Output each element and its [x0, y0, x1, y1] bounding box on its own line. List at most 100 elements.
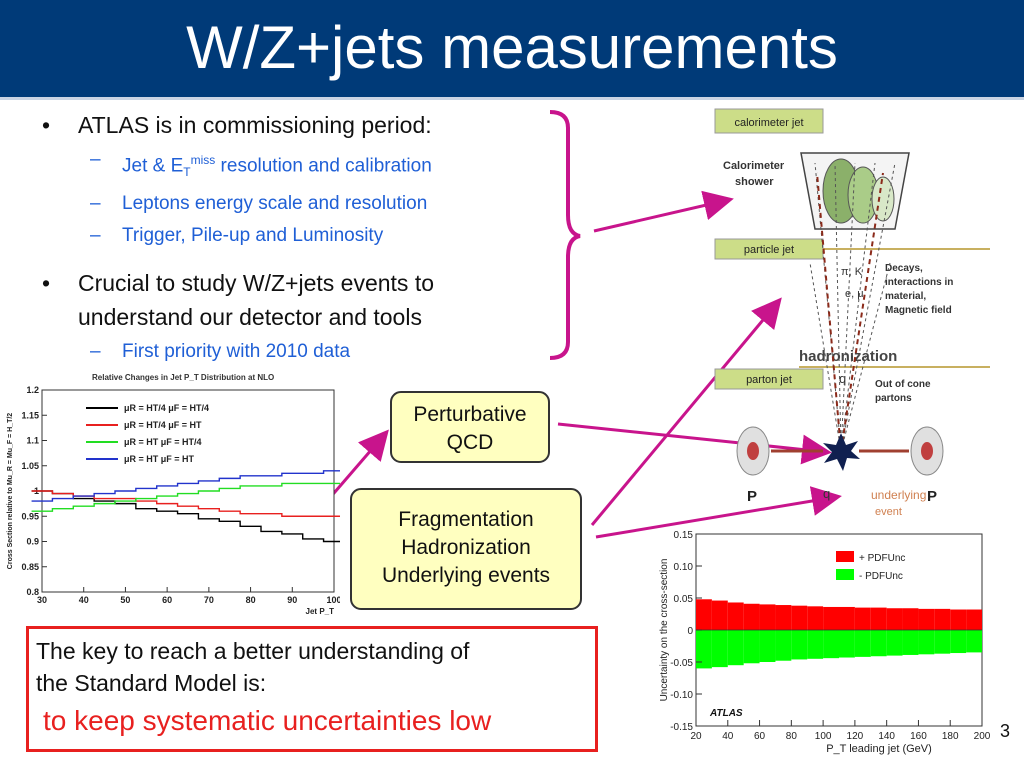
x-tick-label: 20 — [690, 731, 702, 742]
qbar-label: q — [823, 486, 830, 501]
sub-bullet-text: Leptons energy scale and resolution — [122, 193, 428, 215]
arrow-frag-to-particle-jet — [590, 297, 782, 526]
calorimeter-shower-label-2: shower — [735, 176, 774, 188]
uncertainty-bar — [727, 630, 744, 666]
sub-bullet-item: – Leptons energy scale and resolution — [40, 188, 560, 220]
key-line2: the Standard Model is: — [36, 670, 267, 696]
atlas-label: ATLAS — [709, 708, 743, 719]
uncertainty-bar — [966, 630, 982, 653]
uncertainty-bar — [759, 630, 776, 662]
y-tick-label: 0.05 — [674, 594, 694, 605]
x-tick-label: 100 — [326, 595, 340, 605]
uncertainty-bar — [934, 630, 951, 654]
x-tick-label: 140 — [878, 731, 895, 742]
p-left-label: P — [747, 488, 757, 505]
x-tick-label: 160 — [910, 731, 927, 742]
legend-swatch — [836, 551, 854, 562]
x-tick-label: 80 — [246, 595, 256, 605]
x-tick-label: 40 — [722, 731, 734, 742]
collision-star-icon — [823, 433, 860, 471]
sub-bullet-superscript: miss — [190, 153, 216, 167]
x-tick-label: 180 — [942, 731, 959, 742]
calorimeter-jet-label: calorimeter jet — [734, 117, 803, 129]
x-tick-label: 200 — [974, 731, 991, 742]
chart-title: Relative Changes in Jet P_T Distribution… — [92, 373, 274, 382]
out-of-cone-label-1: Out of cone — [875, 379, 931, 390]
series-line — [31, 490, 340, 543]
decays-label-4: Magnetic field — [885, 305, 952, 316]
legend-label: μR = HT/4 μF = HT/4 — [124, 403, 209, 413]
sub-bullet-text: First priority with 2010 data — [122, 341, 351, 363]
out-of-cone-label-2: partons — [875, 393, 912, 404]
x-tick-label: 60 — [754, 731, 766, 742]
sub-bullet-text: Trigger, Pile-up and Luminosity — [122, 225, 384, 247]
uncertainty-bar — [711, 600, 728, 630]
legend-label: + PDFUnc — [859, 553, 905, 564]
bullet-dot: • — [42, 270, 51, 297]
sub-bullet-item: – First priority with 2010 data — [40, 336, 560, 368]
y-tick-label: 1.1 — [26, 436, 39, 446]
arrow-brace-to-calorimeter — [593, 190, 734, 233]
frag-line1: Fragmentation — [398, 508, 534, 531]
underlying-event-label-2: event — [875, 506, 902, 518]
uncertainty-bar — [791, 630, 808, 660]
y-tick-label: 1.15 — [21, 410, 39, 420]
uncertainty-bar — [759, 604, 776, 630]
uncertainty-bar — [918, 630, 935, 655]
uncertainty-bar — [823, 630, 839, 659]
uncertainty-bar — [807, 606, 824, 630]
uncertainty-bar — [823, 606, 839, 630]
uncertainty-bar — [775, 630, 792, 661]
nlo-scale-chart: Relative Changes in Jet P_T Distribution… — [7, 373, 340, 616]
bullet-item: • Crucial to study W/Z+jets events to un… — [40, 266, 560, 334]
pqcd-line1: Perturbative — [413, 403, 527, 426]
title-bar: W/Z+jets measurements — [0, 0, 1024, 100]
y-tick-label: -0.05 — [670, 658, 693, 669]
sub-bullet-item: – Trigger, Pile-up and Luminosity — [40, 220, 560, 252]
y-axis-label: Cross Section relative to Mu_R = Mu_F = … — [7, 413, 14, 569]
arrow-frag-to-underlying — [595, 486, 842, 539]
arrow-chart-to-pqcd — [326, 429, 389, 501]
sub-bullet-text-pre: Jet & E — [122, 155, 184, 177]
curly-brace — [549, 110, 581, 360]
uncertainty-bar — [839, 606, 855, 630]
y-tick-label: 0.85 — [21, 562, 39, 572]
calorimeter-jet-label-bar — [714, 108, 824, 134]
uncertainty-bar — [966, 609, 982, 630]
sub-bullet-subscript: T — [183, 165, 191, 180]
y-tick-label: -0.10 — [670, 690, 693, 701]
bullet-list: • ATLAS is in commissioning period: – Je… — [40, 108, 560, 368]
y-axis-label: Uncertainty on the cross-section — [659, 559, 670, 702]
series-line — [31, 470, 340, 502]
key-message-box: The key to reach a better understanding … — [26, 626, 598, 752]
x-axis-label: Jet P_T — [306, 607, 335, 616]
key-line1: The key to reach a better understanding … — [36, 638, 470, 664]
y-tick-label: 1.05 — [21, 461, 39, 471]
uncertainty-bar — [886, 608, 903, 630]
hadronization-label: hadronization — [799, 348, 897, 365]
x-tick-label: 60 — [162, 595, 172, 605]
uncertainty-bar — [791, 605, 808, 630]
jet-evolution-diagram: calorimeter jet Calorimeter shower parti… — [714, 108, 990, 518]
arrow-pqcd-to-collision — [557, 422, 832, 465]
uncertainty-bar — [727, 602, 744, 630]
bullet-text: ATLAS is in commissioning period: — [78, 112, 432, 138]
particle-jet-label: particle jet — [744, 244, 794, 256]
p-right-label: P — [927, 488, 937, 505]
frag-line3: Underlying events — [381, 564, 551, 587]
x-tick-label: 70 — [204, 595, 214, 605]
pi-k-label: π, K — [841, 266, 863, 278]
frag-line2: Hadronization — [401, 536, 531, 559]
x-tick-label: 120 — [847, 731, 864, 742]
legend-label: μR = HT/4 μF = HT — [124, 420, 202, 430]
x-tick-label: 100 — [815, 731, 832, 742]
fragmentation-box: Fragmentation Hadronization Underlying e… — [350, 488, 582, 610]
decays-label-2: interactions in — [885, 277, 953, 288]
bullet-dot: • — [42, 112, 51, 138]
sub-bullet-dash: – — [90, 341, 101, 363]
legend-label: μR = HT μF = HT/4 — [124, 437, 202, 447]
q-label: q — [839, 371, 846, 386]
bullet-item: • ATLAS is in commissioning period: — [40, 108, 560, 142]
